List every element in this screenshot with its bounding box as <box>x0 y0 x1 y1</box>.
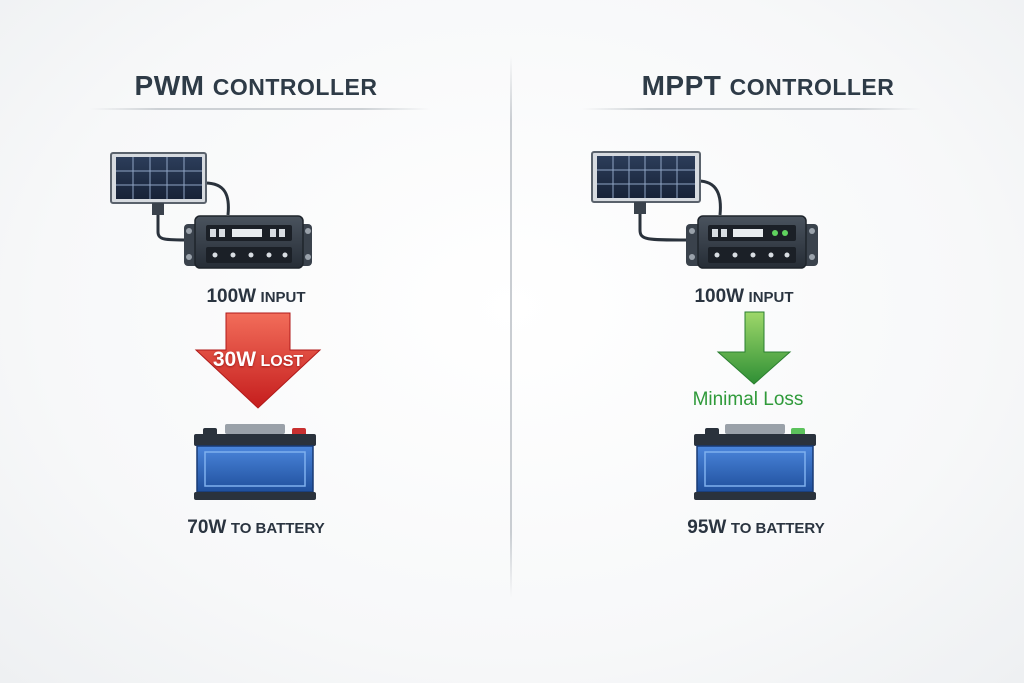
pwm-output-value: 70W <box>187 517 227 538</box>
pwm-loss-arrow-icon <box>194 312 322 409</box>
mppt-gain-arrow-icon <box>716 311 792 385</box>
mppt-charge-controller-icon <box>686 215 818 269</box>
mppt-output-text: TO BATTERY <box>730 520 825 537</box>
pwm-illustration <box>110 152 322 500</box>
mppt-title-strong: MPPT <box>641 70 722 101</box>
mppt-title: MPPT CONTROLLER <box>512 70 1024 102</box>
center-divider <box>510 56 512 598</box>
mppt-solar-panel-icon <box>591 151 701 214</box>
mppt-wire-panel-mount <box>638 210 688 242</box>
pwm-solar-panel-icon <box>110 152 207 215</box>
mppt-battery-icon <box>694 424 816 500</box>
mppt-input-value: 100W <box>694 286 745 307</box>
pwm-wire-panel-controller <box>204 181 230 216</box>
pwm-wire-panel-mount <box>156 212 191 242</box>
mppt-input-text: INPUT <box>748 289 794 306</box>
pwm-input-text: INPUT <box>260 289 306 306</box>
pwm-title: PWM CONTROLLER <box>0 70 512 102</box>
pwm-charge-controller-icon <box>184 215 312 269</box>
pwm-title-rest: CONTROLLER <box>212 74 378 100</box>
pwm-title-strong: PWM <box>134 70 205 101</box>
pwm-loss-text: LOST <box>260 353 304 370</box>
pwm-loss-value: 30W <box>212 348 257 371</box>
mppt-wire-panel-controller <box>697 179 722 216</box>
mppt-output-label: 95W TO BATTERY <box>500 517 1012 539</box>
mppt-input-label: 100W INPUT <box>488 286 1000 308</box>
mppt-output-value: 95W <box>687 517 727 538</box>
mppt-minimal-loss-label: Minimal Loss <box>692 389 804 410</box>
pwm-title-rule <box>90 108 430 110</box>
mppt-panel: MPPT CONTROLLER <box>512 0 1024 683</box>
pwm-input-label: 100W INPUT <box>0 286 512 308</box>
pwm-panel: PWM CONTROLLER <box>0 70 512 539</box>
pwm-output-text: TO BATTERY <box>230 520 325 537</box>
mppt-title-rule <box>582 108 922 110</box>
pwm-battery-icon <box>194 424 316 500</box>
pwm-loss-label: 30W LOST <box>196 348 320 372</box>
pwm-output-label: 70W TO BATTERY <box>0 517 512 539</box>
mppt-illustration <box>591 151 818 500</box>
mppt-title-rest: CONTROLLER <box>729 74 895 100</box>
pwm-input-value: 100W <box>206 286 257 307</box>
